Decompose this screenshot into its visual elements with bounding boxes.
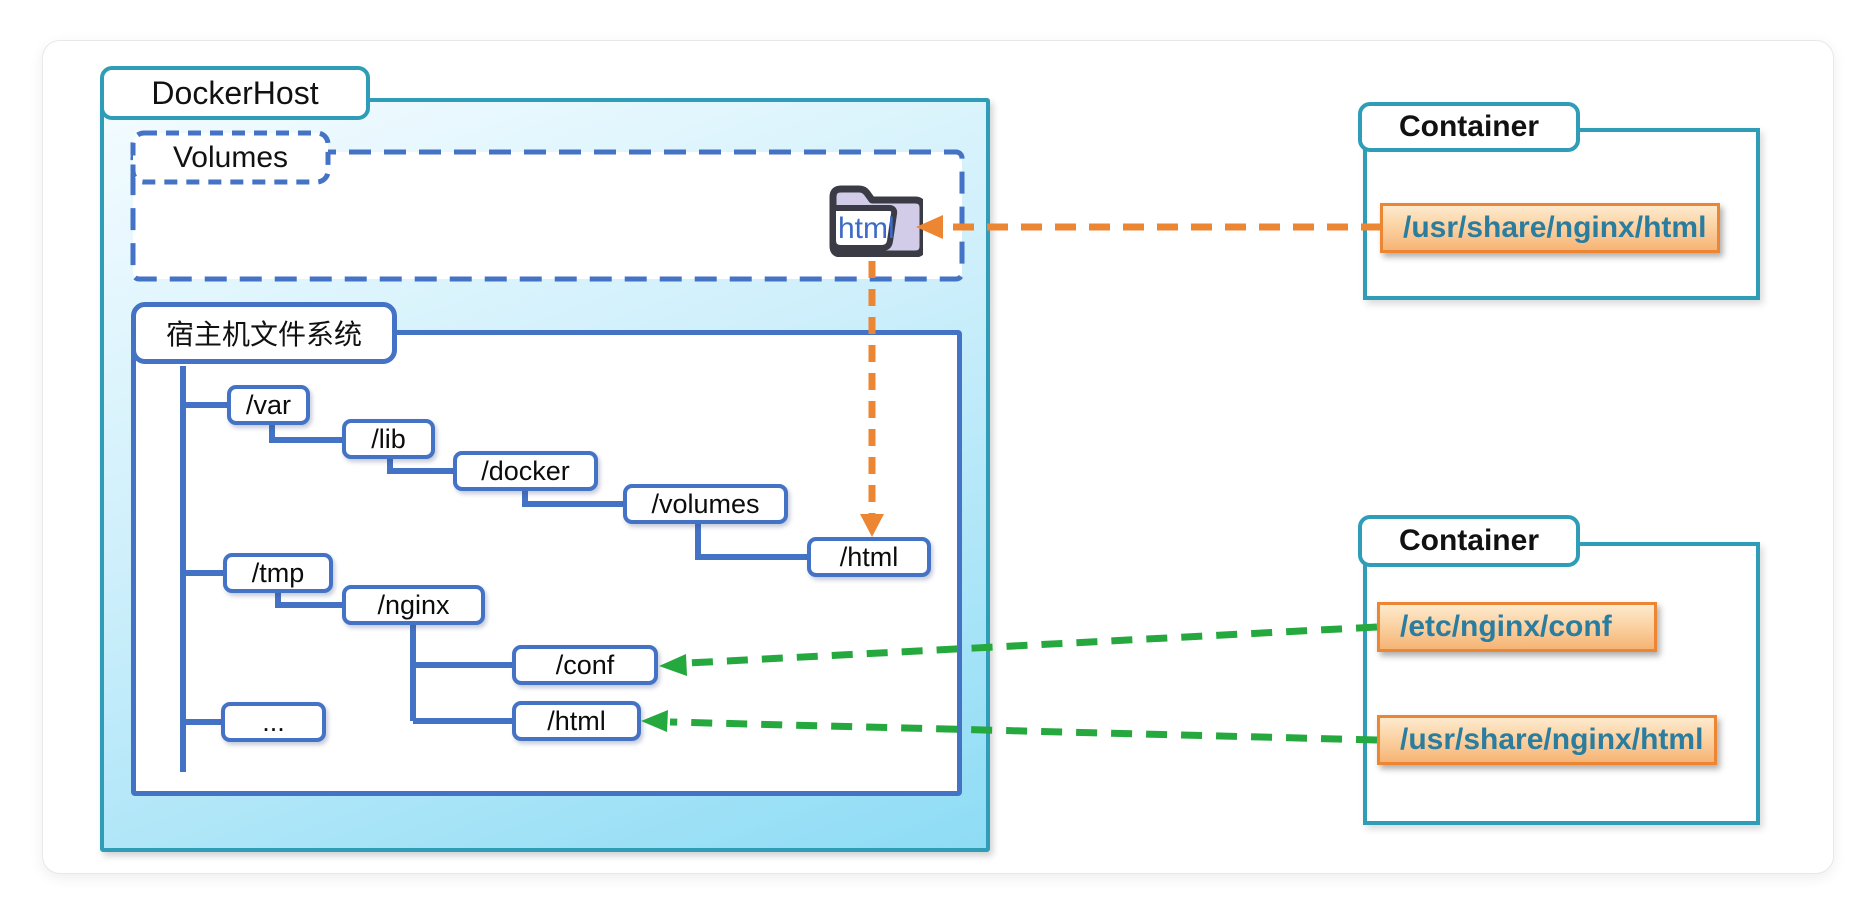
container-2-box [1363,542,1760,825]
tree-node-volumes: /volumes [623,484,788,524]
volumes-title: Volumes [172,140,289,174]
dockerhost-title: DockerHost [151,74,319,111]
tree-node-lib: /lib [342,419,435,459]
tree-node-ellipsis: ... [221,702,326,742]
container-2-path-etc-nginx-conf: /etc/nginx/conf [1377,602,1657,652]
container-path-label: /etc/nginx/conf [1400,610,1612,643]
container-2-title: Container [1398,524,1539,557]
tree-node-tmp: /tmp [223,553,333,593]
host-filesystem-tab: 宿主机文件系统 [131,302,397,364]
container-1-path-usr-share-nginx-html: /usr/share/nginx/html [1380,203,1720,253]
tree-node-docker: /docker [453,451,598,491]
tree-node-html-volume: /html [807,537,931,577]
folder-label: html [838,212,895,245]
dockerhost-tab: DockerHost [100,66,370,120]
container-2-tab: Container [1358,515,1580,567]
container-1-title: Container [1398,110,1539,143]
container-1-tab: Container [1358,102,1580,152]
container-path-label: /usr/share/nginx/html [1403,211,1707,244]
tree-node-html-nginx: /html [512,701,641,741]
container-path-label: /usr/share/nginx/html [1400,723,1704,756]
html-folder-icon: html [829,185,923,257]
tree-node-nginx: /nginx [342,585,485,625]
tree-node-var: /var [227,385,310,425]
tree-node-conf: /conf [512,645,658,685]
host-filesystem-title: 宿主机文件系统 [165,319,362,350]
container-2-path-usr-share-nginx-html: /usr/share/nginx/html [1377,715,1717,765]
